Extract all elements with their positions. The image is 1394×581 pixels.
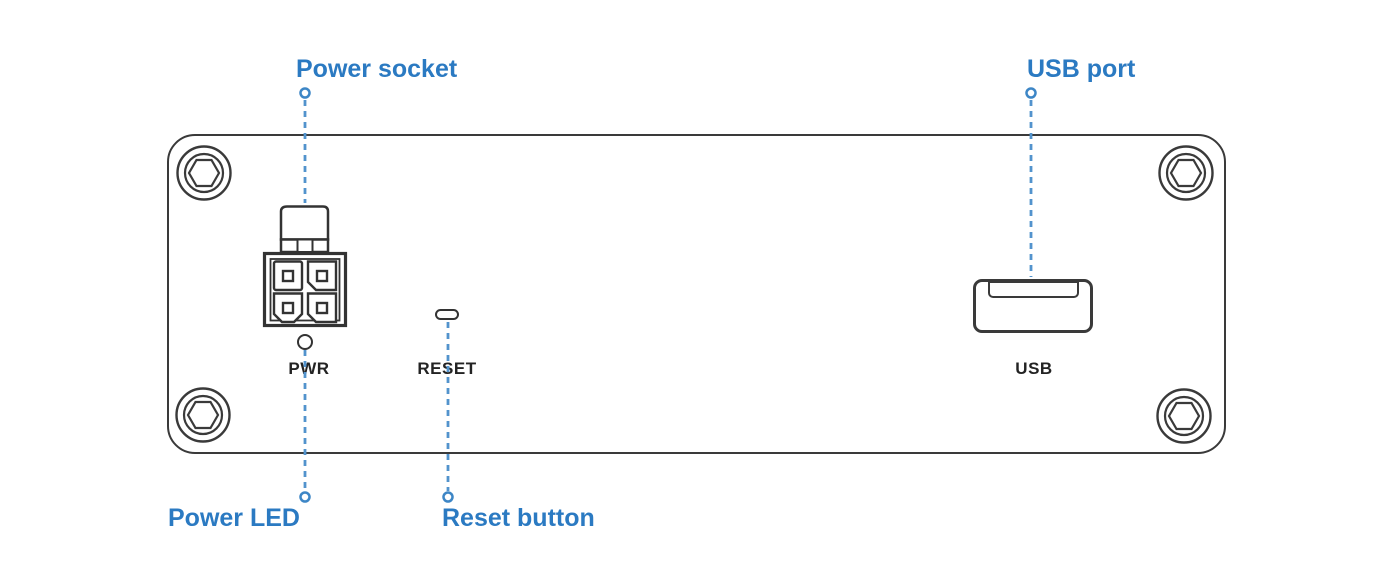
callout-usb-port-label: USB port <box>1027 55 1136 83</box>
hex-screw-icon <box>175 387 231 443</box>
callout-reset-button-label: Reset button <box>442 504 595 532</box>
power-connector-icon <box>262 205 348 328</box>
leader-endpoint-reset-button <box>442 491 454 503</box>
panel-label-pwr: PWR <box>288 359 330 378</box>
hex-screw-icon <box>1156 388 1212 444</box>
panel-label-usb: USB <box>1015 359 1053 378</box>
power-led-icon <box>297 334 313 350</box>
hex-screw-icon <box>176 145 232 201</box>
panel-label-reset: RESET <box>417 359 477 378</box>
usb-port-tongue <box>988 280 1079 298</box>
callout-power-led-label: Power LED <box>168 504 300 532</box>
leader-endpoint-usb-port <box>1025 87 1037 99</box>
reset-button-icon <box>435 309 459 320</box>
hex-screw-icon <box>1158 145 1214 201</box>
leader-endpoint-power-socket <box>299 87 311 99</box>
callout-power-socket-label: Power socket <box>296 55 458 83</box>
leader-endpoint-power-led <box>299 491 311 503</box>
